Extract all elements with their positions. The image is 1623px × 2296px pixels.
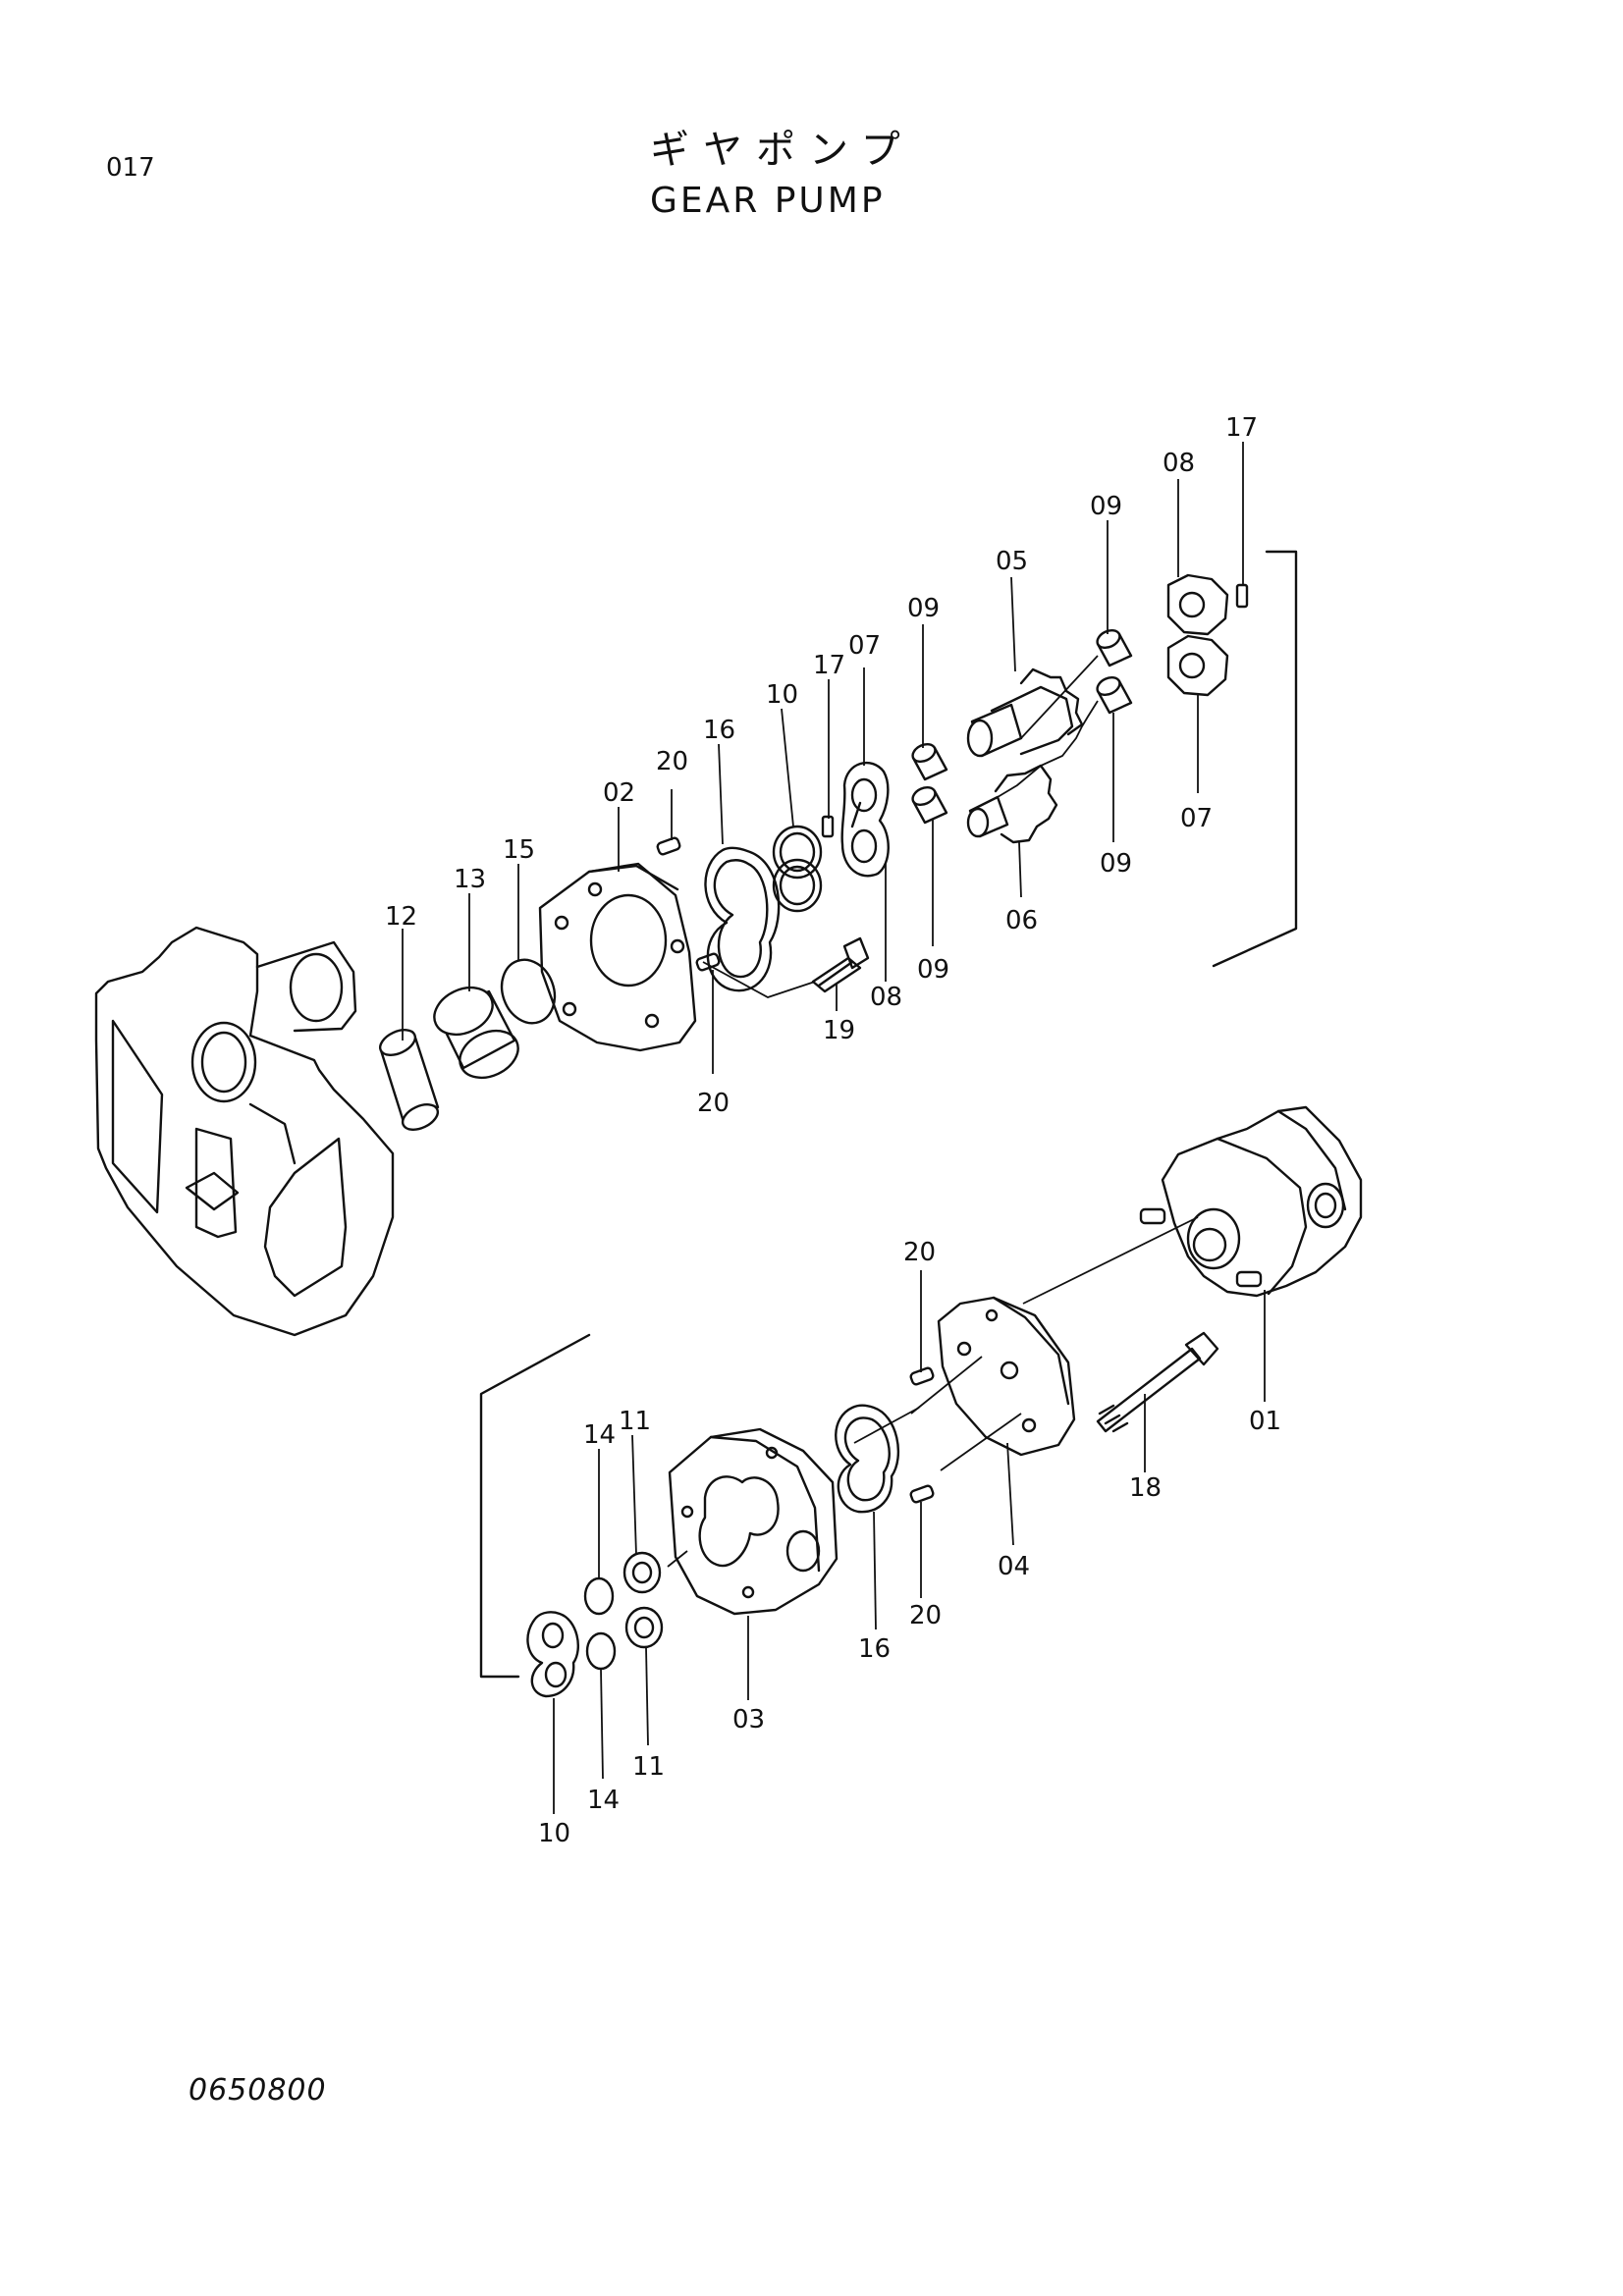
callout-16-upper: 16 (703, 716, 735, 745)
callout-14-lower: 14 (587, 1786, 620, 1815)
callout-20-upper-b: 20 (697, 1089, 730, 1118)
callout-08-upper-b: 08 (1163, 449, 1195, 478)
callout-20-lower-a: 20 (903, 1238, 936, 1267)
part-20-pin-upper-a (656, 836, 681, 856)
callout-07-upper-b: 07 (1180, 804, 1213, 833)
part-01-pump-body (1139, 1105, 1363, 1298)
callout-17-upper-a: 17 (813, 651, 845, 680)
lower-group-bracket (479, 1333, 591, 1679)
part-06-driven-gear (966, 764, 1058, 844)
part-16-gasket-lower (835, 1404, 900, 1514)
callout-08-upper-a: 08 (870, 983, 902, 1012)
part-18-long-bolt (1096, 1331, 1219, 1433)
page-number: 017 (106, 153, 155, 183)
callout-20-upper-a: 20 (656, 747, 688, 776)
part-07-08-bearing-block-left (840, 761, 890, 878)
part-20-pin-lower-b (909, 1484, 935, 1504)
callout-16-lower: 16 (858, 1634, 891, 1664)
part-20-pin-lower-a (909, 1366, 935, 1386)
callout-11-lower: 11 (632, 1752, 665, 1782)
part-13-bushing (433, 986, 519, 1080)
callout-14-upper: 14 (583, 1420, 616, 1450)
part-02-flange-cover (538, 862, 697, 1052)
callout-10-upper: 10 (766, 680, 798, 710)
callout-03: 03 (732, 1705, 765, 1735)
callout-15: 15 (503, 835, 535, 865)
part-08-bearing-block-right (1166, 573, 1229, 636)
callout-18: 18 (1129, 1473, 1162, 1503)
callout-10-lower: 10 (538, 1819, 570, 1848)
title-english: GEAR PUMP (650, 181, 886, 221)
callout-19: 19 (823, 1016, 855, 1045)
title-japanese: ギヤポンプ (650, 128, 914, 173)
part-16-gasket (704, 846, 781, 992)
part-14-o-ring-upper (583, 1576, 615, 1616)
callout-02: 02 (603, 778, 635, 808)
part-19-bolt (811, 936, 870, 993)
part-10-seal-plate-lower (526, 1611, 580, 1698)
callout-04: 04 (998, 1552, 1030, 1581)
callout-17-upper-b: 17 (1225, 413, 1258, 443)
callout-labels: 12 13 15 02 20 20 16 10 17 07 08 19 09 0… (385, 413, 1281, 1848)
part-03-gear-housing (668, 1427, 839, 1616)
leader-lines (402, 442, 1266, 1814)
callout-07-upper-a: 07 (848, 631, 881, 661)
part-11-bushing-lower (624, 1606, 664, 1649)
pump-housing (94, 926, 395, 1337)
part-17-pin-a (821, 815, 835, 838)
part-10-seal-plate-upper (772, 825, 823, 913)
callout-11-upper: 11 (619, 1407, 651, 1436)
callout-13: 13 (454, 865, 486, 894)
callout-06: 06 (1005, 906, 1038, 935)
document-code: 0650800 (189, 2073, 327, 2108)
callout-20-lower-b: 20 (909, 1601, 942, 1630)
part-09-bushing-b (911, 785, 948, 825)
callout-09-b: 09 (917, 955, 949, 985)
part-09-bushing-a (911, 742, 948, 781)
part-05-drive-gear (966, 667, 1084, 758)
callout-05: 05 (996, 547, 1028, 576)
part-15-o-ring (500, 958, 557, 1025)
part-11-bushing-upper (622, 1551, 662, 1594)
callout-09-a: 09 (907, 594, 940, 623)
callout-09-c: 09 (1090, 492, 1122, 521)
upper-group-bracket (1212, 550, 1298, 968)
part-04-flange-plate (937, 1296, 1076, 1457)
part-12-sleeve (378, 1028, 440, 1132)
part-17-pin-b (1235, 583, 1249, 609)
part-09-bushing-c (1096, 628, 1133, 667)
callout-01: 01 (1249, 1407, 1281, 1436)
part-14-o-ring-lower (585, 1631, 617, 1671)
part-09-bushing-d (1096, 675, 1133, 715)
callout-09-d: 09 (1100, 849, 1132, 879)
part-07-bearing-block-right (1166, 634, 1229, 697)
callout-12: 12 (385, 902, 417, 932)
